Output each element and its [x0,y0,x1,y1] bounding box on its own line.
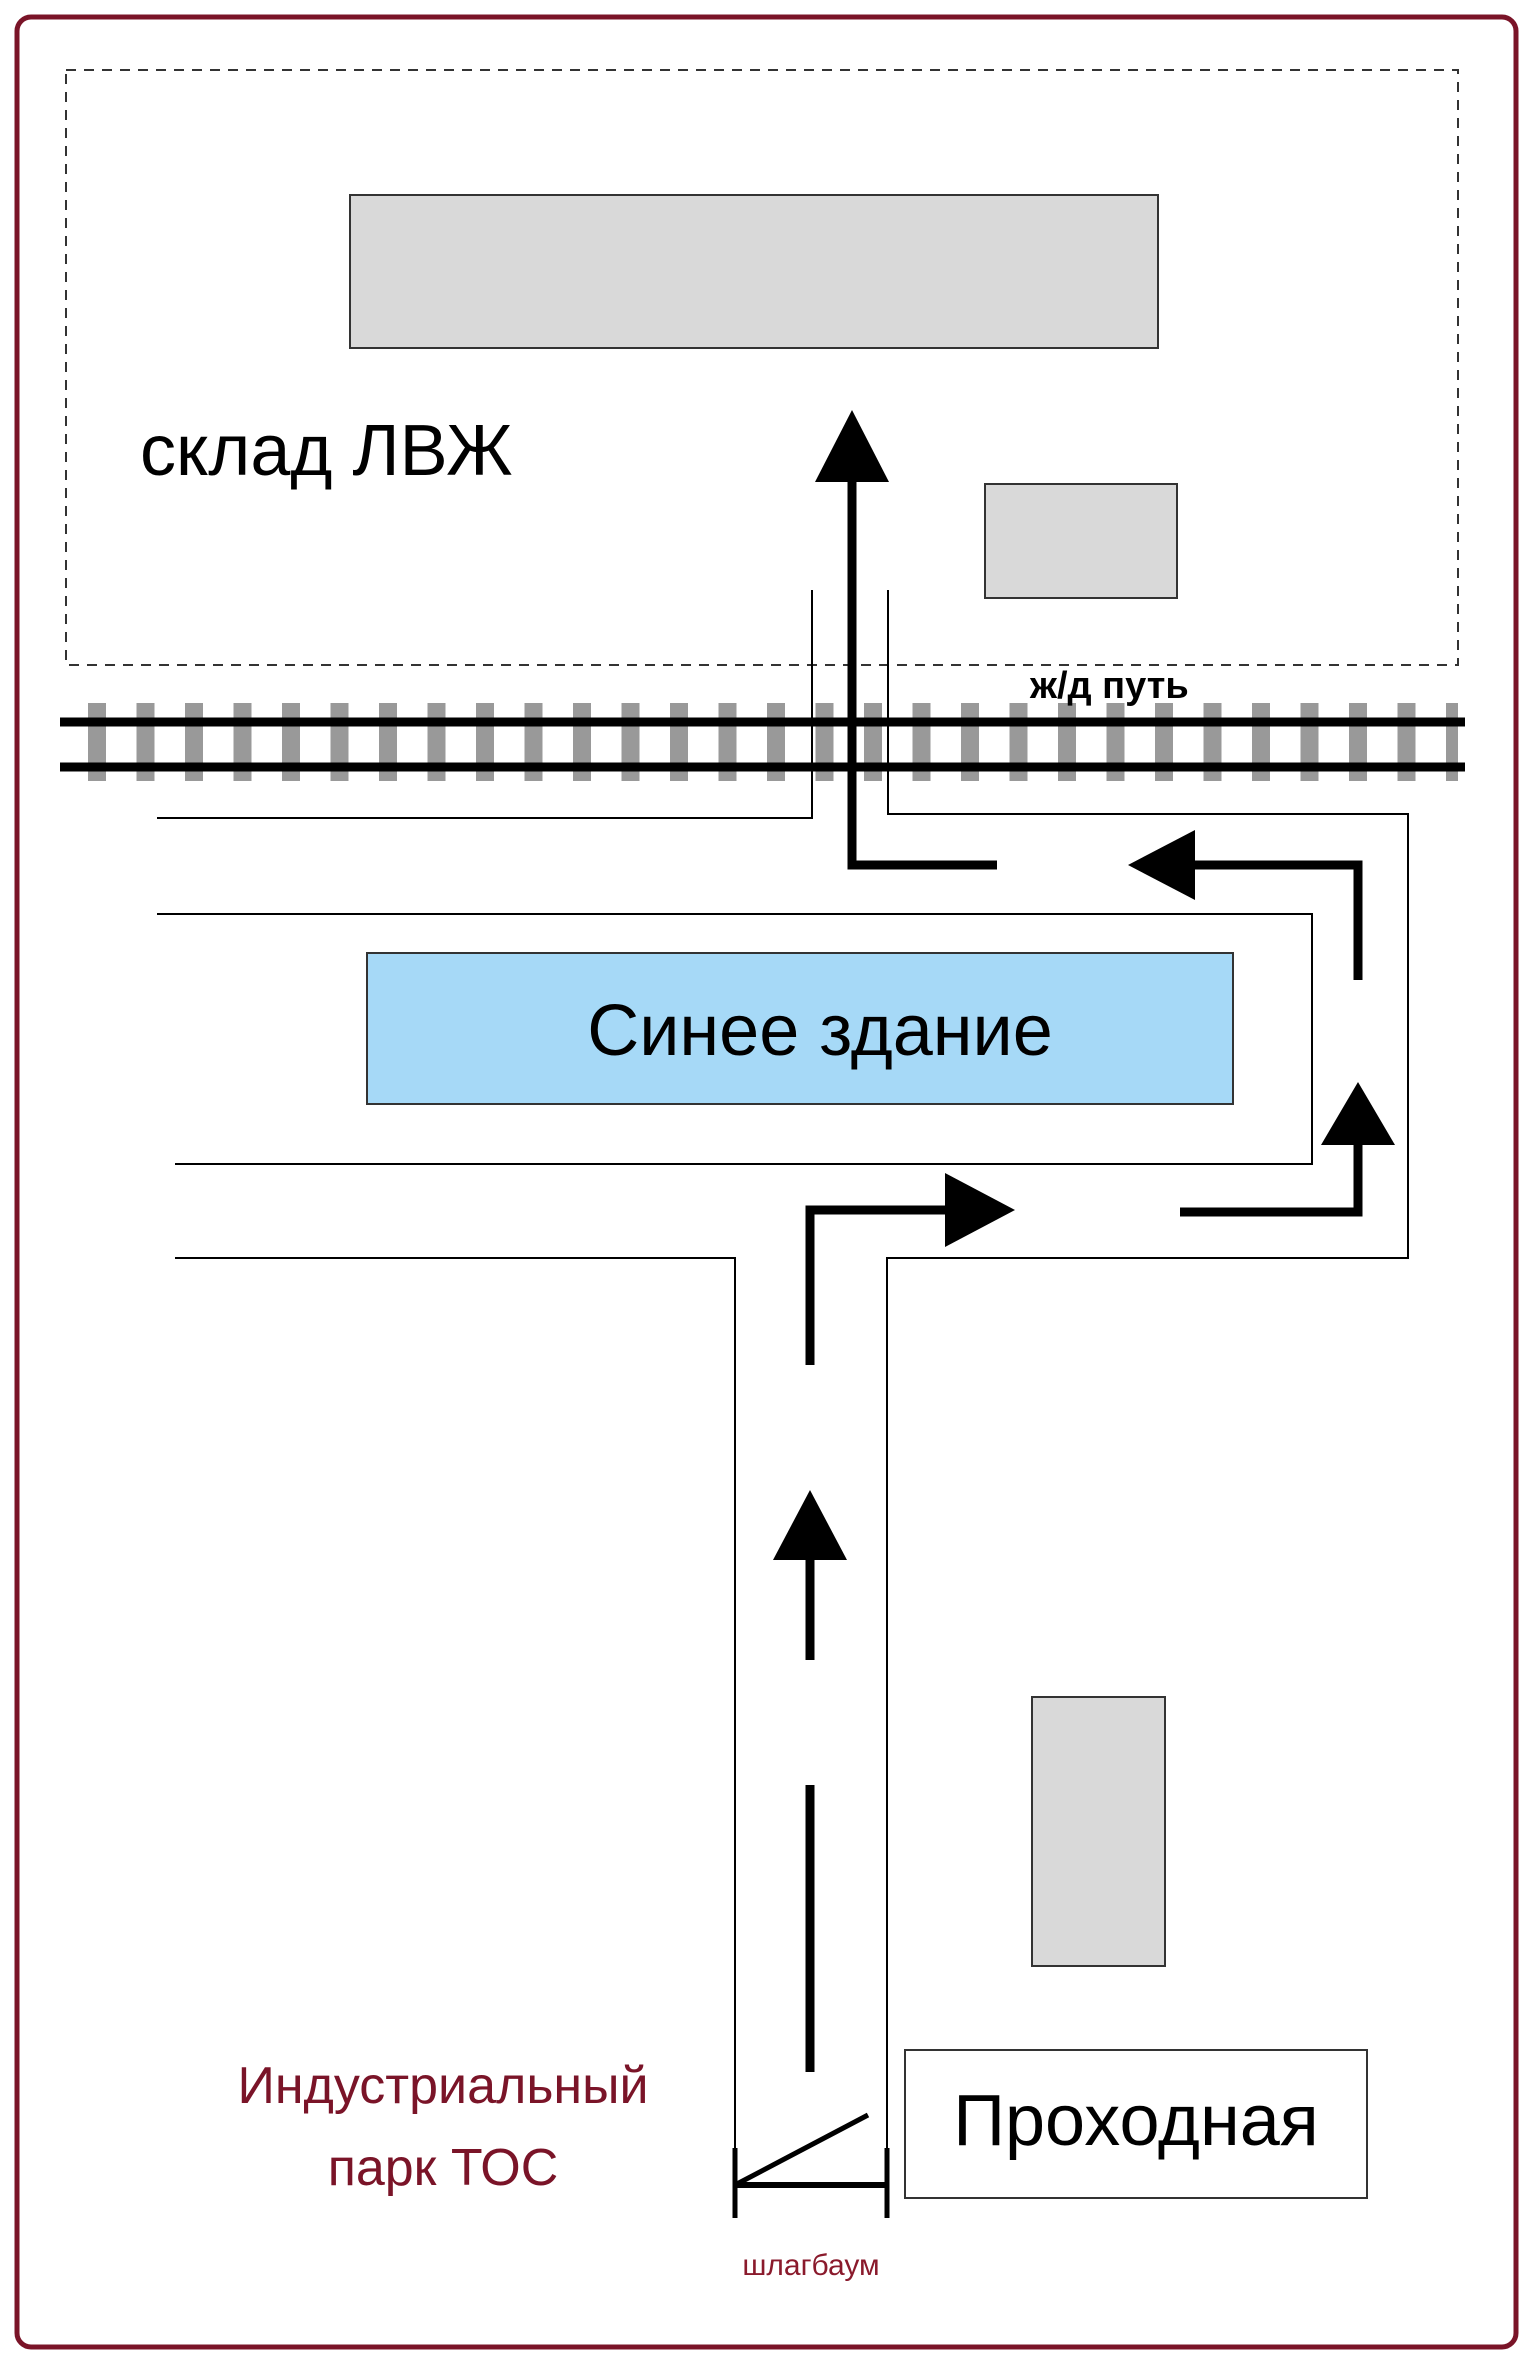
road-edge-upper [157,590,813,819]
checkpoint-building [904,2049,1368,2199]
route-arrowhead-up-3 [815,410,889,482]
railway-label: ж/д путь [1029,665,1189,707]
railway-track [60,703,1465,781]
warehouse-zone [65,69,1459,666]
route-turn-up [1180,1142,1363,1217]
route-arrowhead-right-1 [945,1173,1015,1247]
road-edge-lower-left [175,1257,736,2155]
park-name-line-1: Индустриальный [237,2057,648,2115]
route-to-warehouse [847,475,997,870]
route-arrowhead-up-2 [1321,1082,1395,1145]
road-edge-upper-right [886,590,1409,2155]
barrier-arm [733,2112,870,2188]
route-arrows [773,410,1395,2072]
blue-building [366,952,1234,1105]
barrier [732,2112,890,2218]
outer-frame [14,14,1519,2350]
route-turn-left [1192,860,1363,980]
route-arrowhead-up-1 [773,1490,847,1560]
gray-building-near-checkpoint [1031,1696,1166,1967]
warehouse-building-small [984,483,1178,599]
road-outlines [157,590,1409,2155]
route-turn-right [805,1205,948,1365]
road-loop-inner [157,913,1313,1165]
barrier-label: шлагбаум [742,2249,879,2282]
blue-building-label: Синее здание [587,991,1053,1071]
warehouse-label: склад ЛВЖ [140,411,513,491]
checkpoint-label: Проходная [953,2081,1318,2161]
park-name-line-2: парк ТОС [328,2139,559,2197]
route-arrowhead-left [1128,830,1195,900]
warehouse-building-large [349,194,1159,349]
